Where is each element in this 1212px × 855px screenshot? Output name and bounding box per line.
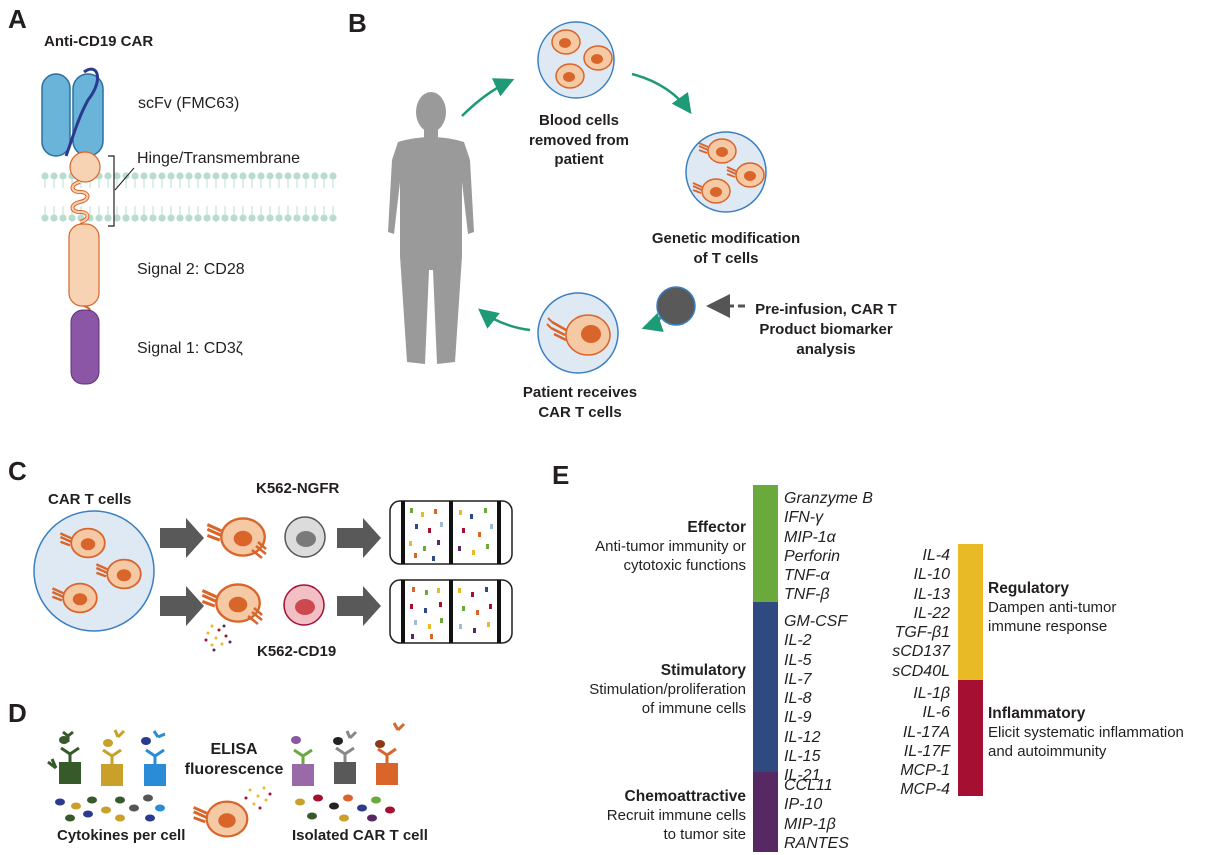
elisa-left — [47, 729, 166, 822]
panel-label-c: C — [8, 456, 27, 486]
panel-label-b: B — [348, 8, 367, 38]
scfv-label: scFv (FMC63) — [138, 95, 240, 112]
chemoattractive-bar — [753, 772, 778, 852]
microwell-chip-bottom — [389, 579, 513, 644]
signal1-label: Signal 1: CD3ζ — [137, 340, 243, 357]
coculture-cd19 — [200, 582, 325, 652]
microwell-chip-top — [389, 500, 513, 565]
car-title: Anti-CD19 CAR — [44, 33, 154, 50]
modified-cells-circle — [685, 131, 767, 213]
coculture-ngfr — [205, 516, 326, 559]
k562-ngfr-label: K562-NGFR — [256, 480, 340, 497]
human-figure — [388, 92, 474, 364]
elisa-car-t-cell — [192, 786, 272, 838]
effector-description: Effector Anti-tumor immunity or cytotoxi… — [595, 519, 746, 574]
panel-label-d: D — [8, 698, 27, 728]
hinge-label: Hinge/Transmembrane — [137, 150, 301, 167]
cytokines-per-cell-label: Cytokines per cell — [57, 827, 186, 844]
block-arrows — [160, 518, 381, 626]
stimulatory-bar — [753, 602, 778, 772]
chemoattractive-description: Chemoattractive Recruit immune cells to … — [606, 788, 746, 843]
isolated-car-t-label: Isolated CAR T cell — [292, 827, 428, 844]
k562-cd19-label: K562-CD19 — [257, 643, 337, 660]
car-t-infusion-circle — [537, 292, 619, 374]
effector-bar — [753, 485, 778, 602]
panel-label-e: E — [552, 460, 570, 490]
car-construct — [41, 67, 337, 385]
inflammatory-bar — [958, 680, 983, 796]
stimulatory-description: Stimulatory Stimulation/proliferation of… — [589, 662, 746, 717]
signal2-label: Signal 2: CD28 — [137, 261, 245, 278]
car-t-culture-circle — [33, 510, 155, 632]
inflammatory-description: Inflammatory Elicit systematic inflammat… — [988, 705, 1184, 760]
blood-cells-circle — [537, 21, 615, 99]
regulatory-description: Regulatory Dampen anti-tumor immune resp… — [988, 580, 1117, 635]
car-t-product-dot — [656, 286, 696, 326]
panel-label-a: A — [8, 4, 27, 34]
regulatory-bar — [958, 544, 983, 680]
elisa-right — [291, 722, 406, 822]
car-t-cells-label: CAR T cells — [48, 491, 132, 508]
